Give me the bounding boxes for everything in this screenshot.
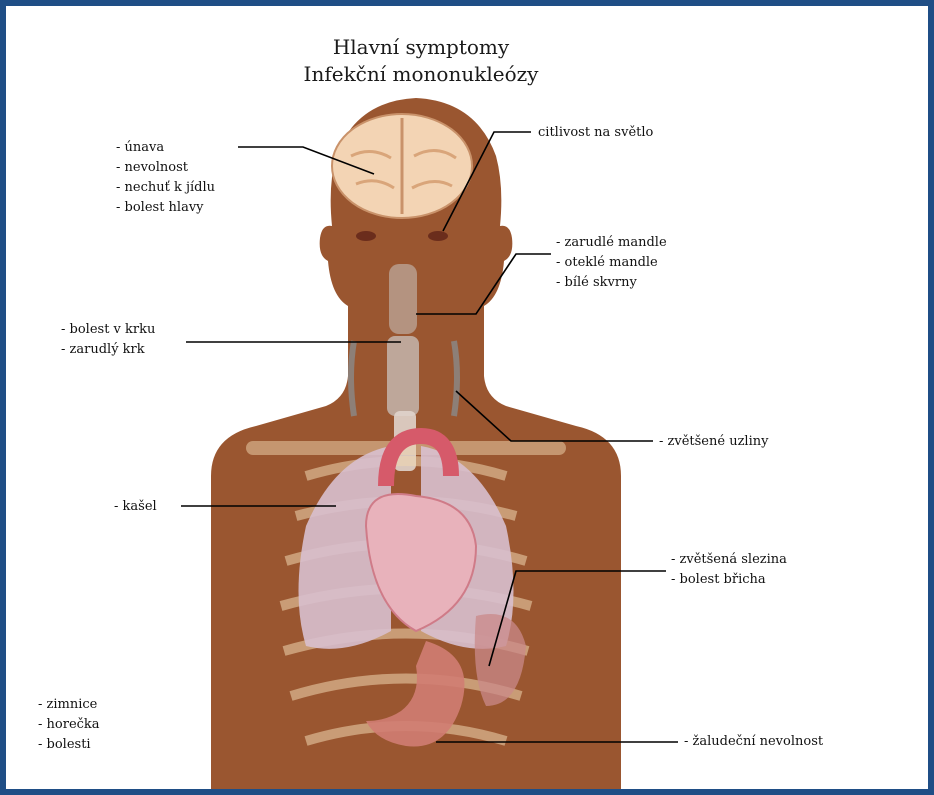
label-line: - zarudlé mandle xyxy=(556,233,667,253)
label-line: citlivost na světlo xyxy=(538,123,653,143)
label-throat: - bolest v krku - zarudlý krk xyxy=(61,320,155,360)
label-line: - žaludeční nevolnost xyxy=(684,732,823,752)
label-line: - zvětšená slezina xyxy=(671,550,787,570)
eye-right xyxy=(428,231,448,241)
label-line: - bolest břicha xyxy=(671,570,787,590)
label-lungs: - kašel xyxy=(114,497,157,517)
label-eyes: citlivost na světlo xyxy=(538,123,653,143)
label-line: - horečka xyxy=(38,715,100,735)
label-line: - bolest v krku xyxy=(61,320,155,340)
label-line: - zarudlý krk xyxy=(61,340,155,360)
label-lymph-nodes: - zvětšené uzliny xyxy=(659,432,768,452)
label-line: - zimnice xyxy=(38,695,100,715)
label-head-symptoms: - únava - nevolnost - nechuť k jídlu - b… xyxy=(116,138,215,218)
lymph-chain-right xyxy=(454,341,457,416)
title-line-1: Hlavní symptomy xyxy=(256,34,586,61)
diagram-frame: Hlavní symptomy Infekční mononukleózy - … xyxy=(6,6,928,789)
label-line: - únava xyxy=(116,138,215,158)
label-line: - nechuť k jídlu xyxy=(116,178,215,198)
label-stomach: - žaludeční nevolnost xyxy=(684,732,823,752)
label-line: - zvětšené uzliny xyxy=(659,432,768,452)
label-line: - bolest hlavy xyxy=(116,198,215,218)
label-tonsils: - zarudlé mandle - oteklé mandle - bílé … xyxy=(556,233,667,293)
label-line: - oteklé mandle xyxy=(556,253,667,273)
lymph-chain-left xyxy=(351,341,354,416)
label-line: - bolesti xyxy=(38,735,100,755)
label-line: - bílé skvrny xyxy=(556,273,667,293)
pharynx xyxy=(389,264,417,334)
label-general: - zimnice - horečka - bolesti xyxy=(38,695,100,755)
larynx xyxy=(387,336,419,416)
label-spleen: - zvětšená slezina - bolest břicha xyxy=(671,550,787,590)
label-line: - kašel xyxy=(114,497,157,517)
body-illustration xyxy=(6,6,928,789)
diagram-title: Hlavní symptomy Infekční mononukleózy xyxy=(256,34,586,88)
label-line: - nevolnost xyxy=(116,158,215,178)
eye-left xyxy=(356,231,376,241)
title-line-2: Infekční mononukleózy xyxy=(256,61,586,88)
